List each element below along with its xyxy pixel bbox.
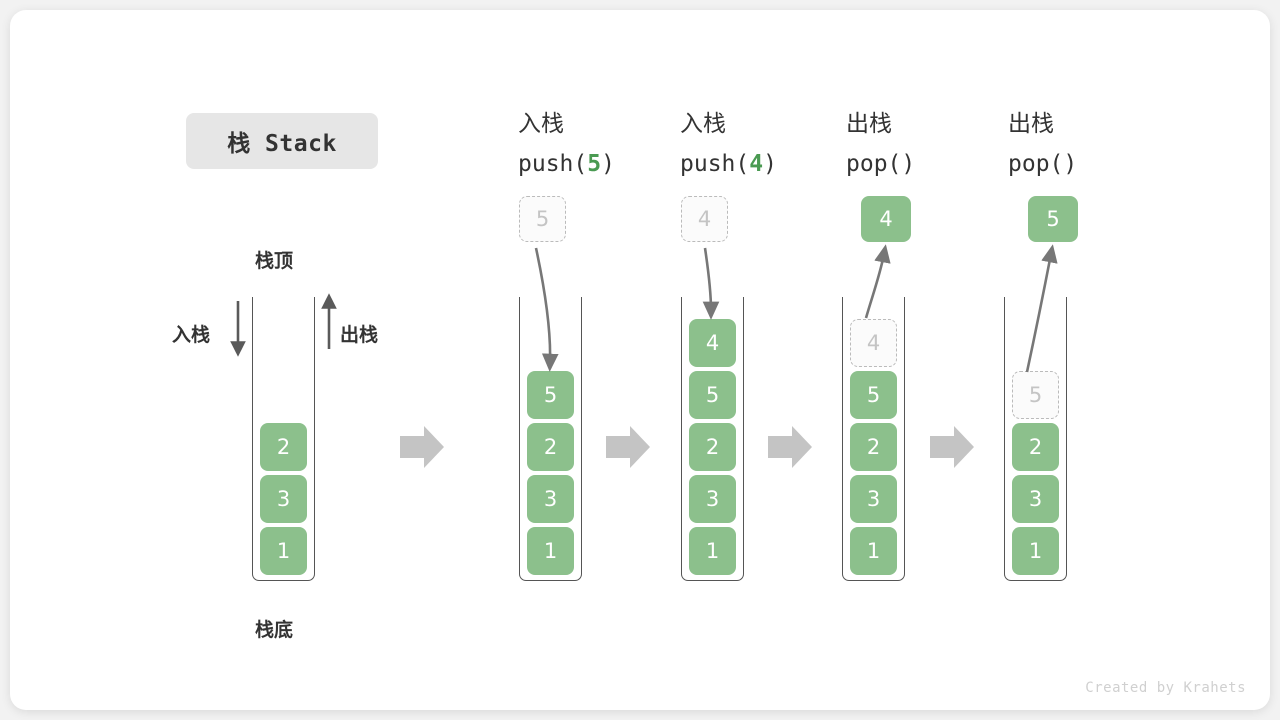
stack-cell: 2 [689,423,736,471]
stack-cell: 3 [1012,475,1059,523]
stack-top-label: 栈顶 [255,250,294,272]
op-code-prefix: push( [518,151,588,177]
stack-cell: 1 [1012,527,1059,575]
pop-direction-label: 出栈 [340,324,379,346]
push-curve-arrow-icon [702,247,720,320]
stack-cell: 4 [689,319,736,367]
push-direction-label: 入栈 [172,324,211,346]
op-label-push5: 入栈 push(5) [518,104,615,184]
op-label-pop5: 出栈 pop() [1008,104,1077,184]
flow-arrow-icon [930,426,974,468]
stack-cell: 3 [260,475,307,523]
op-code-prefix: push( [680,151,750,177]
stack-cell: 2 [1012,423,1059,471]
op-code-suffix: ) [901,151,916,177]
floating-cell-push4: 4 [681,196,728,242]
floating-cell-pop4: 4 [861,196,911,242]
stack-frame-push5 [519,297,582,581]
floating-cell-push5: 5 [519,196,566,242]
stack-frame-push4 [681,297,744,581]
op-code-arg: 4 [749,151,764,177]
op-label-cn: 出栈 [846,111,892,137]
stack-frame-pop5 [1004,297,1067,581]
push-curve-arrow-icon [534,247,559,372]
op-code-prefix: pop( [846,151,902,177]
op-label-push4: 入栈 push(4) [680,104,777,184]
op-code-arg: 5 [587,151,602,177]
diagram-title-text: 栈 Stack [227,131,337,157]
stack-cell: 5 [689,371,736,419]
stack-frame-pop4 [842,297,905,581]
stack-cell: 1 [260,527,307,575]
op-label-pop4: 出栈 pop() [846,104,915,184]
stack-cell: 2 [260,423,307,471]
stack-cell-ghost: 5 [1012,371,1059,419]
stack-cell: 3 [689,475,736,523]
op-code-suffix: ) [1063,151,1078,177]
op-label-cn: 入栈 [680,111,726,137]
flow-arrow-icon [400,426,444,468]
op-label-code: push(4) [680,144,777,184]
op-label-code: pop() [1008,144,1077,184]
floating-cell-pop5: 5 [1028,196,1078,242]
op-code-suffix: ) [601,151,615,177]
op-code-prefix: pop( [1008,151,1064,177]
flow-arrow-icon [768,426,812,468]
op-label-code: pop() [846,144,915,184]
pop-curve-arrow-icon [864,244,891,319]
stack-cell: 3 [527,475,574,523]
stack-frame-initial [252,297,315,581]
stack-bottom-label: 栈底 [255,619,294,641]
op-label-cn: 入栈 [518,111,564,137]
op-code-suffix: ) [763,151,777,177]
stack-cell: 5 [527,371,574,419]
stack-cell: 5 [850,371,897,419]
footer-credit: Created by Krahets [1085,680,1246,696]
stack-cell-ghost: 4 [850,319,897,367]
op-label-code: push(5) [518,144,615,184]
stack-cell: 2 [527,423,574,471]
stack-cell: 1 [689,527,736,575]
pop-curve-arrow-icon [1025,244,1058,373]
stack-cell: 3 [850,475,897,523]
stack-cell: 1 [850,527,897,575]
op-label-cn: 出栈 [1008,111,1054,137]
stack-cell: 1 [527,527,574,575]
flow-arrow-icon [606,426,650,468]
diagram-title-pill: 栈 Stack [186,113,378,169]
stack-cell: 2 [850,423,897,471]
